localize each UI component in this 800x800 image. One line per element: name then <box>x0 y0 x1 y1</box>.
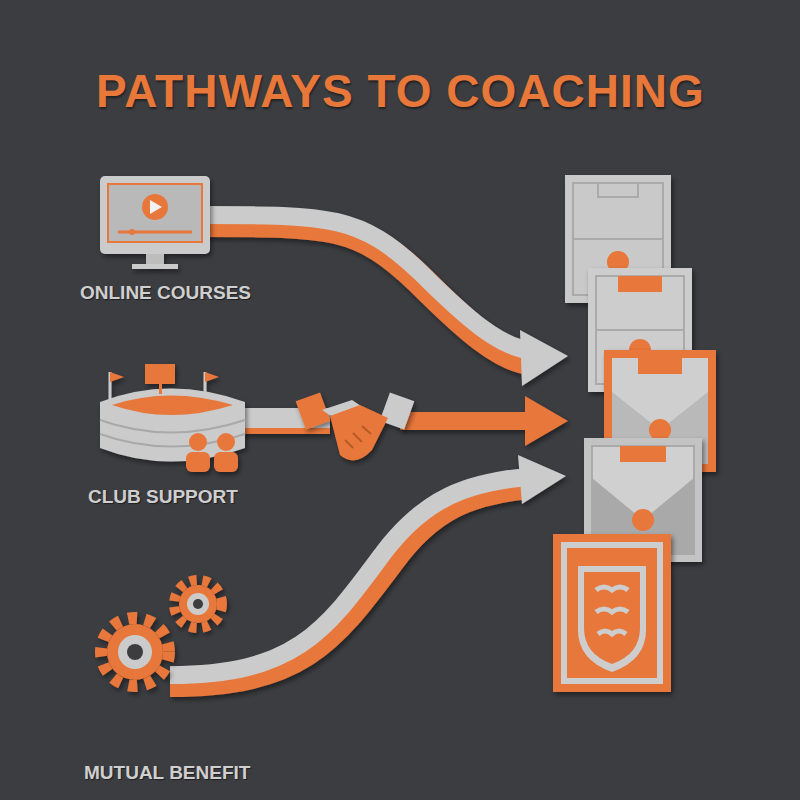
stadium-icon <box>100 364 245 472</box>
monitor-icon <box>100 176 210 269</box>
diagram-title: PATHWAYS TO COACHING <box>96 64 705 118</box>
pathway-band <box>205 215 568 386</box>
pathway-label: MUTUAL BENEFIT <box>84 762 250 784</box>
pitch-card-stack <box>553 175 716 692</box>
pathway-label: ONLINE COURSES <box>80 282 251 304</box>
pathway-label: CLUB SUPPORT <box>88 486 238 508</box>
handshake-icon <box>296 392 415 460</box>
gears-icon <box>101 580 222 686</box>
